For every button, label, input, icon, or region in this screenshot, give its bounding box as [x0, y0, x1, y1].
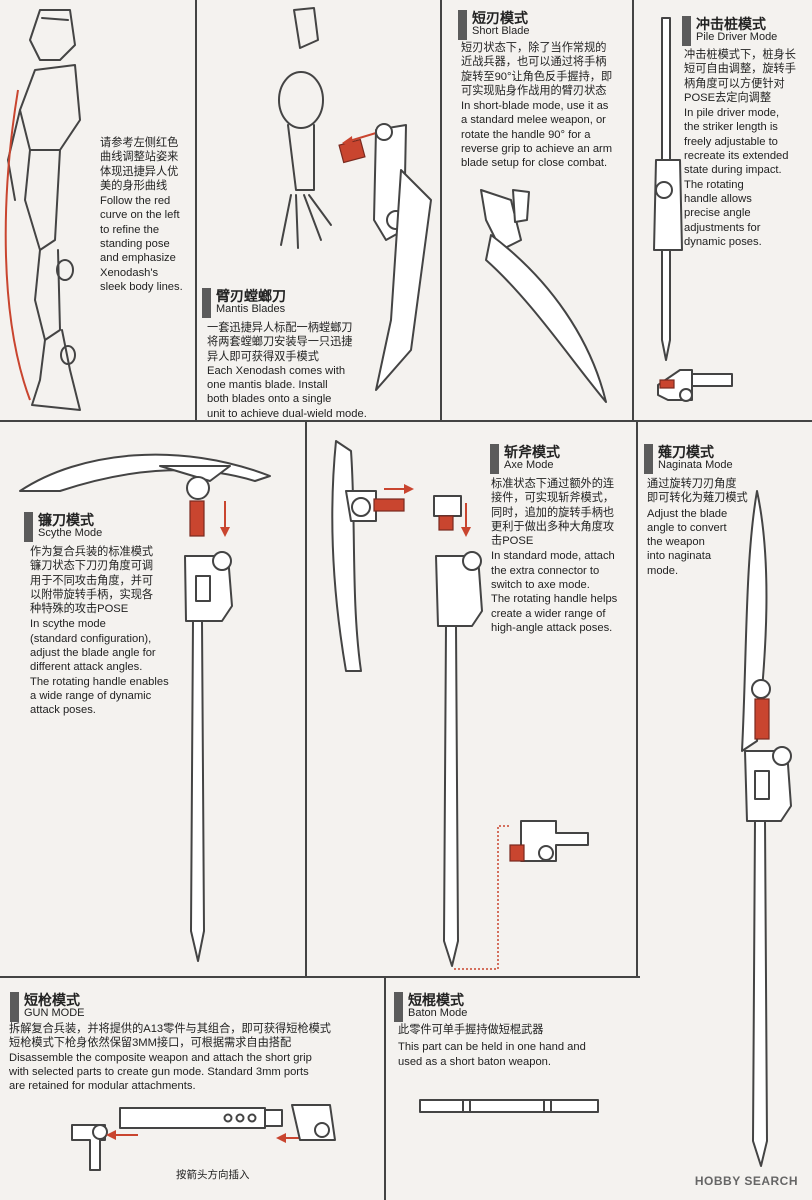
section-marker [10, 992, 19, 1022]
divider [636, 420, 638, 976]
section-marker [202, 288, 211, 318]
short-blade-text-zh: 短刃状态下，除了当作常规的 近战兵器，也可以通过将手柄 旋转至90°让角色反手握… [461, 42, 613, 97]
pile-title-zh: 冲击桩模式 [696, 16, 766, 32]
divider [632, 0, 634, 420]
naginata-text-zh: 通过旋转刀刃角度 即可转化为薙刀模式 [647, 478, 748, 505]
scythe-illustration [19, 453, 271, 962]
axe-text-zh: 标准状态下通过额外的连 接件，可实现斩斧模式， 同时，追加的旋转手柄也 更利于做… [491, 478, 615, 548]
baton-title-zh: 短棍模式 [408, 992, 464, 1008]
short-blade-title-en: Short Blade [472, 25, 530, 37]
pile-text-zh: 冲击桩模式下，桩身长 短可自由调整，旋转手 柄角度可以方便针对 POSE去定向调… [684, 49, 796, 104]
divider [0, 420, 812, 422]
baton-text-zh: 此零件可单手握持做短棍武器 [398, 1024, 544, 1036]
axe-title-en: Axe Mode [504, 459, 554, 471]
divider [384, 976, 386, 1200]
divider [440, 0, 442, 420]
baton-illustration [419, 1099, 599, 1113]
mantis-title-en: Mantis Blades [216, 303, 286, 315]
short-blade-text-en: In short-blade mode, use it as a standar… [461, 100, 613, 170]
naginata-text-en: Adjust the blade angle to convert the we… [647, 507, 728, 577]
section-marker [644, 444, 653, 474]
gun-title-en: GUN MODE [24, 1007, 85, 1019]
pose-text-en: Follow the red curve on the left to refi… [100, 195, 183, 293]
divider [305, 420, 307, 976]
mantis-text-zh: 一套迅捷异人标配一柄螳螂刀 将两套螳螂刀安装导一只迅捷 异人即可获得双手模式 [207, 322, 353, 363]
section-marker [458, 10, 467, 40]
section-marker [394, 992, 403, 1022]
mantis-blade-illustration [278, 7, 432, 391]
figure-illustration [4, 9, 81, 411]
pile-title-en: Pile Driver Mode [696, 31, 778, 43]
gun-text-en: Disassemble the composite weapon and att… [9, 1051, 312, 1093]
divider [0, 976, 640, 978]
axe-illustration [331, 440, 589, 970]
divider [195, 0, 197, 420]
mantis-title-zh: 臂刃螳螂刀 [216, 288, 286, 304]
gun-mode-illustration [71, 1104, 336, 1171]
short-blade-illustration [480, 189, 607, 403]
gun-text-zh: 拆解复合兵装，并将提供的A13零件与其组合，即可获得短枪模式 短枪模式下枪身依然… [9, 1023, 331, 1050]
gun-title-zh: 短枪模式 [24, 992, 80, 1008]
baton-text-en: This part can be held in one hand and us… [398, 1041, 586, 1068]
scythe-text-zh: 作为复合兵装的标准模式 镰刀状态下刀刃角度可调 用于不同攻击角度，并可 以附带旋… [30, 546, 154, 616]
short-blade-title-zh: 短刃模式 [472, 10, 528, 26]
axe-text-en: In standard mode, attach the extra conne… [491, 550, 618, 634]
axe-title-zh: 斩斧模式 [504, 444, 560, 460]
baton-title-en: Baton Mode [408, 1007, 468, 1019]
pile-driver-illustration [653, 17, 733, 402]
naginata-illustration [741, 490, 792, 1167]
pile-text-en: In pile driver mode, the striker length … [684, 107, 789, 248]
pose-text-zh: 请参考左侧红色 曲线调整站姿来 体现迅捷异人优 美的身形曲线 [100, 137, 179, 192]
scythe-title-en: Scythe Mode [38, 527, 103, 539]
section-marker [24, 512, 33, 542]
mantis-text-en: Each Xenodash comes with one mantis blad… [207, 364, 367, 420]
scythe-text-en: In scythe mode (standard configuration),… [30, 618, 169, 717]
section-marker [490, 444, 499, 474]
section-marker [682, 16, 691, 46]
naginata-title-zh: 薙刀模式 [658, 444, 714, 460]
hobby-search-watermark: HOBBY SEARCH [694, 1174, 798, 1188]
naginata-title-en: Naginata Mode [658, 459, 733, 471]
gun-insert-note: 按箭头方向插入 [176, 1169, 250, 1181]
scythe-title-zh: 镰刀模式 [38, 512, 94, 528]
